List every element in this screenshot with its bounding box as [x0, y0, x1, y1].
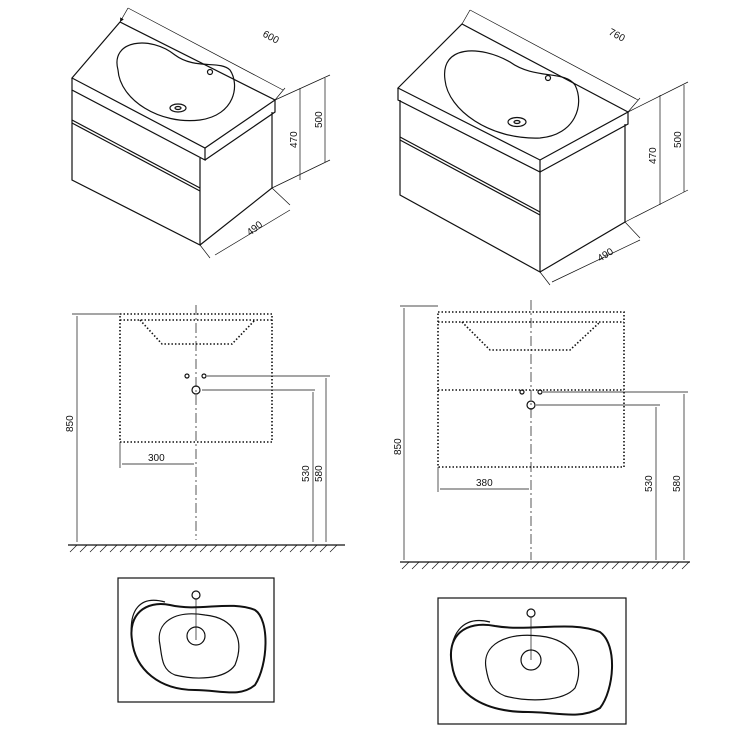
dim-height-cabinet: 470: [289, 131, 300, 148]
right-top-view: [437, 597, 627, 725]
dim-tap-height: 580: [672, 475, 683, 492]
right-isometric-view: 760 500 470 490: [396, 9, 689, 286]
right-front-elevation: 850 380 530 580: [393, 300, 690, 570]
dim-width: 600: [261, 29, 281, 47]
left-front-elevation: 850 300 530 580: [65, 305, 345, 553]
dim-drain-height: 530: [301, 465, 312, 482]
dim-drain-offset: 300: [148, 453, 165, 464]
dim-drain-height: 530: [644, 475, 655, 492]
dim-floor-to-top: 850: [393, 438, 404, 455]
dim-height-cabinet: 470: [648, 147, 659, 164]
dim-width: 760: [607, 27, 627, 45]
dim-depth: 490: [596, 246, 616, 264]
left-top-view: [117, 577, 275, 703]
dim-height-total: 500: [673, 131, 684, 148]
dim-tap-height: 580: [314, 465, 325, 482]
dim-floor-to-top: 850: [65, 415, 76, 432]
left-isometric-view: 600 500 470 490: [71, 7, 331, 259]
dim-drain-offset: 380: [476, 478, 493, 489]
dim-height-total: 500: [314, 111, 325, 128]
